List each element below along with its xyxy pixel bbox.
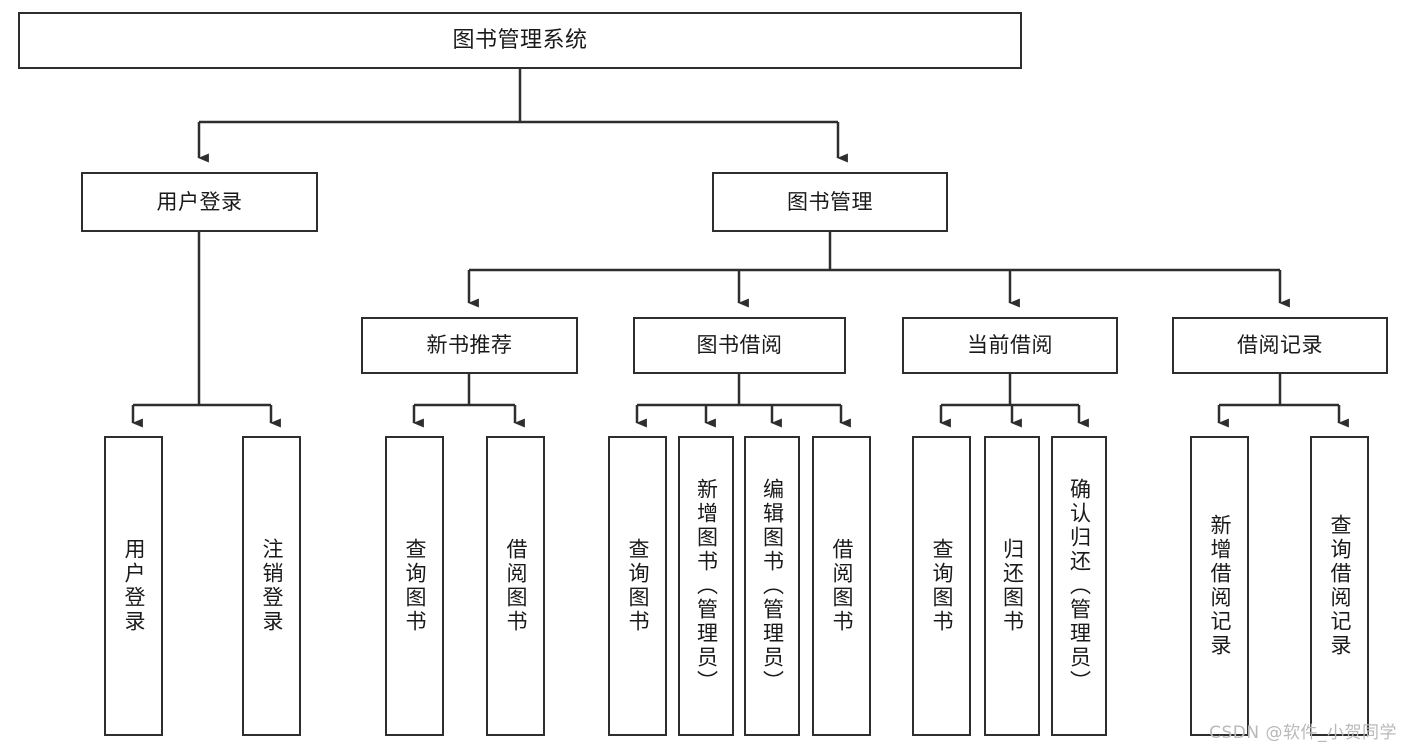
- node-label: 用户登录: [156, 189, 243, 214]
- node-leaf-edit-book[interactable]: 编辑图书（管理员）: [744, 436, 800, 736]
- edges-bookmanage-to-level3: [467, 232, 1290, 308]
- node-label: 查询图书: [626, 538, 650, 634]
- edges-bookborrow-to-leaves: [635, 374, 851, 428]
- node-label: 新增图书（管理员）: [694, 478, 719, 694]
- node-label: 查询图书: [403, 538, 427, 634]
- node-label: 新书推荐: [426, 333, 513, 358]
- edges-currentborrow-to-leaves: [939, 374, 1089, 428]
- node-label: 确认归还（管理员）: [1067, 478, 1092, 694]
- node-leaf-confirm-return[interactable]: 确认归还（管理员）: [1051, 436, 1107, 736]
- node-current-borrow[interactable]: 当前借阅: [902, 317, 1118, 374]
- node-book-manage[interactable]: 图书管理: [712, 172, 948, 232]
- node-leaf-logout[interactable]: 注销登录: [242, 436, 301, 736]
- edges-borrowrecord-to-leaves: [1217, 374, 1349, 428]
- node-label: 借阅图书: [830, 538, 854, 634]
- node-leaf-add-record[interactable]: 新增借阅记录: [1190, 436, 1249, 736]
- node-label: 图书借阅: [696, 333, 783, 358]
- node-label: 查询借阅记录: [1328, 514, 1352, 658]
- node-root-system[interactable]: 图书管理系统: [18, 12, 1022, 69]
- node-leaf-query-book-3[interactable]: 查询图书: [912, 436, 971, 736]
- node-leaf-borrow-book-1[interactable]: 借阅图书: [486, 436, 545, 736]
- node-borrow-record[interactable]: 借阅记录: [1172, 317, 1388, 374]
- node-label: 归还图书: [1000, 538, 1025, 634]
- edges-userlogin-to-leaves: [131, 232, 281, 428]
- edges-root-to-level2: [197, 69, 848, 163]
- node-label: 当前借阅: [967, 333, 1053, 358]
- node-leaf-user-login[interactable]: 用户登录: [104, 436, 163, 736]
- node-leaf-add-book[interactable]: 新增图书（管理员）: [678, 436, 734, 736]
- node-leaf-query-book-1[interactable]: 查询图书: [385, 436, 444, 736]
- node-label: 借阅图书: [504, 538, 528, 634]
- node-label: 注销登录: [260, 538, 284, 634]
- node-leaf-query-record[interactable]: 查询借阅记录: [1310, 436, 1369, 736]
- node-label: 查询图书: [930, 538, 954, 634]
- node-leaf-borrow-book-2[interactable]: 借阅图书: [812, 436, 871, 736]
- node-label: 图书管理: [787, 189, 873, 214]
- node-label: 借阅记录: [1237, 333, 1323, 358]
- node-label: 编辑图书（管理员）: [760, 478, 785, 694]
- node-label: 图书管理系统: [452, 27, 588, 53]
- node-leaf-query-book-2[interactable]: 查询图书: [608, 436, 667, 736]
- node-leaf-return-book[interactable]: 归还图书: [984, 436, 1040, 736]
- edges-newbook-to-leaves: [412, 374, 525, 428]
- node-user-login[interactable]: 用户登录: [81, 172, 318, 232]
- node-label: 用户登录: [122, 538, 146, 634]
- node-new-book-rec[interactable]: 新书推荐: [361, 317, 578, 374]
- node-book-borrow[interactable]: 图书借阅: [633, 317, 846, 374]
- node-label: 新增借阅记录: [1208, 514, 1232, 658]
